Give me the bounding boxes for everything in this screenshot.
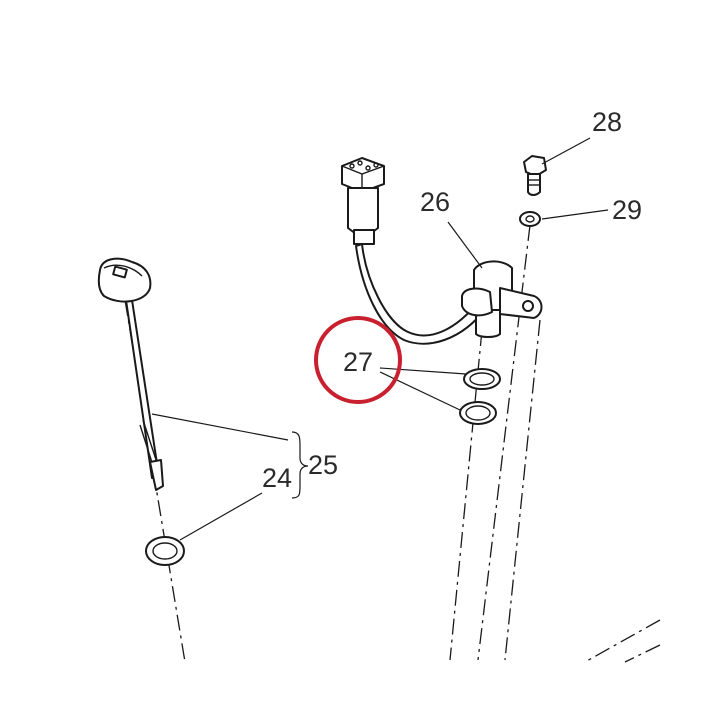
o-ring-27-lower bbox=[459, 401, 497, 425]
center-lines bbox=[124, 224, 661, 663]
leader-lines bbox=[151, 137, 609, 541]
label-24: 24 bbox=[262, 463, 292, 493]
dipstick bbox=[97, 257, 164, 491]
label-26: 26 bbox=[420, 187, 450, 217]
sensor-harness bbox=[341, 157, 543, 345]
highlight-circle bbox=[314, 316, 402, 404]
o-ring-27-upper bbox=[463, 368, 501, 390]
washer bbox=[519, 211, 541, 227]
bolt bbox=[523, 155, 547, 196]
o-ring-24 bbox=[145, 536, 185, 566]
label-29: 29 bbox=[612, 195, 642, 225]
label-28: 28 bbox=[592, 107, 622, 137]
label-25: 25 bbox=[308, 450, 338, 480]
label-27: 27 bbox=[343, 347, 373, 377]
